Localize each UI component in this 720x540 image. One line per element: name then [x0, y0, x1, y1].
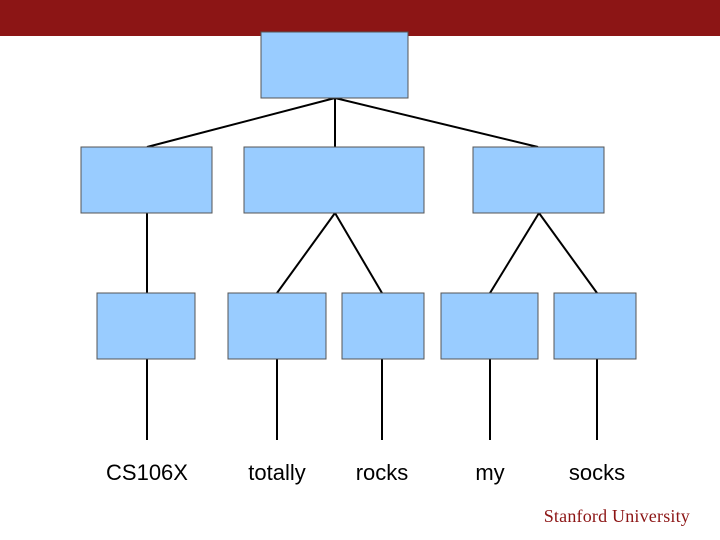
edge-node1c-node2e	[538, 212, 598, 294]
tree-nodes	[80, 31, 637, 360]
edge-node1b-node2c	[334, 212, 383, 294]
leaf-word-2: totally	[248, 460, 306, 485]
node-level2-d	[440, 292, 539, 360]
top-bar	[0, 0, 720, 36]
node-level2-a	[96, 292, 196, 360]
node-level2-e	[553, 292, 637, 360]
stanford-logo: Stanford University	[543, 506, 690, 526]
leaf-word-4: my	[475, 460, 505, 485]
edge-root-node1c	[334, 97, 539, 148]
leaf-word-1: CS106X	[106, 460, 188, 485]
node-root	[260, 31, 409, 99]
leaf-word-3: rocks	[355, 460, 409, 485]
edge-node1b-node2b	[276, 212, 336, 294]
node-level1-c	[472, 146, 605, 214]
node-level1-b	[243, 146, 425, 214]
tree-edges	[146, 97, 598, 440]
node-level1-a	[80, 146, 213, 214]
edge-root-node1a	[146, 97, 336, 148]
node-level2-b	[227, 292, 327, 360]
leaf-word-5: socks	[568, 460, 626, 485]
node-level2-c	[341, 292, 425, 360]
edge-node1c-node2d	[489, 212, 540, 294]
